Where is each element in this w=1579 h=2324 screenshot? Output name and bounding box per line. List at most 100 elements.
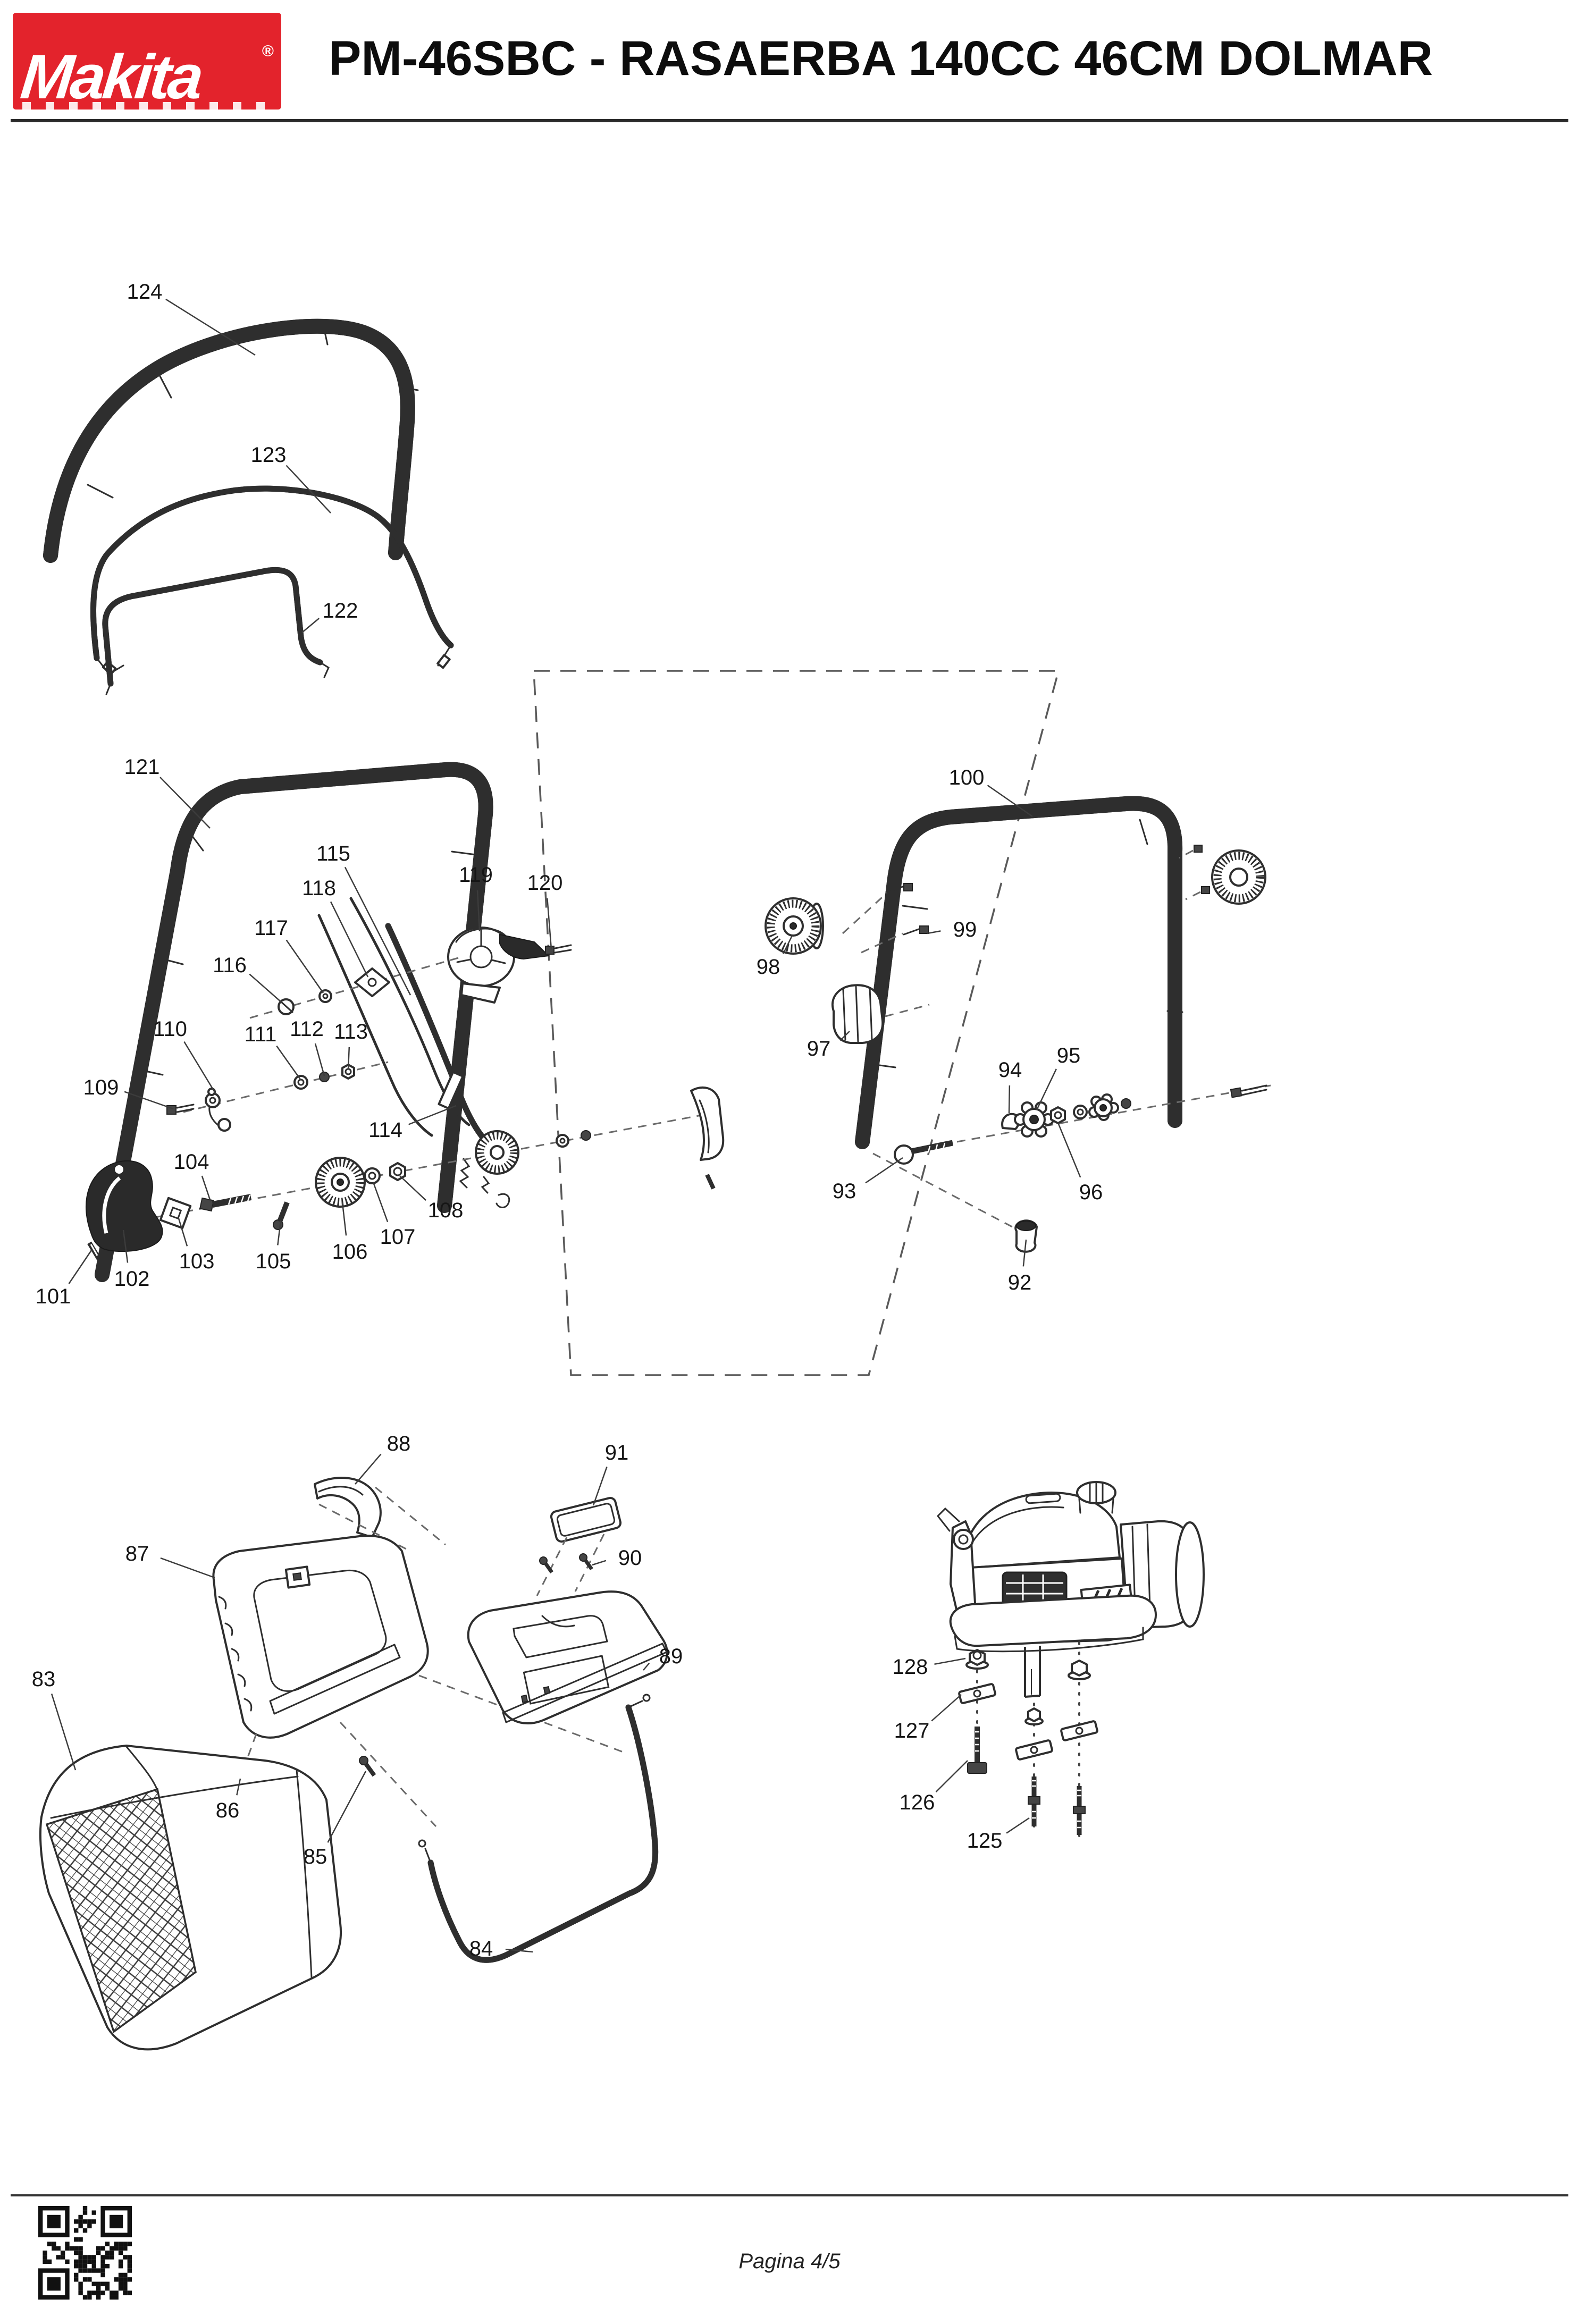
leader-line-85 — [327, 1771, 367, 1843]
header-divider — [11, 119, 1568, 122]
mulch-cover-89-illustration — [467, 1590, 668, 1724]
leader-line-116 — [249, 973, 282, 1003]
leader-line-87 — [160, 1557, 215, 1579]
part-label-84: 84 — [469, 1937, 493, 1960]
star-knob-95-illustration — [1014, 1101, 1054, 1138]
leader-line-126 — [935, 1760, 968, 1792]
part-label-89: 89 — [659, 1645, 683, 1668]
leader-line-86 — [236, 1778, 241, 1796]
bolt-126-illustration — [967, 1727, 987, 1774]
page-title: PM-46SBC - RASAERBA 140CC 46CM DOLMAR — [329, 31, 1433, 86]
part-label-114: 114 — [368, 1118, 402, 1142]
part-label-98: 98 — [757, 955, 780, 979]
throttle-control-119-illustration — [447, 927, 550, 1004]
leader-line-83 — [51, 1693, 77, 1771]
leader-line-99 — [927, 930, 941, 934]
logo-stripes-decoration — [22, 102, 267, 110]
carriage-bolt-93-illustration — [894, 1140, 954, 1165]
qr-code — [38, 2206, 132, 2300]
leader-line-96 — [1057, 1122, 1081, 1178]
part-label-120: 120 — [527, 871, 563, 895]
part-label-107: 107 — [380, 1225, 416, 1249]
part-label-93: 93 — [833, 1180, 856, 1203]
pin-101-illustration — [87, 1241, 101, 1260]
part-label-96: 96 — [1079, 1181, 1103, 1204]
part-label-83: 83 — [32, 1668, 56, 1691]
lower-bail-122-illustration — [105, 570, 330, 695]
screws-90-illustration — [539, 1553, 593, 1574]
leader-line-103 — [178, 1218, 188, 1247]
part-label-118: 118 — [302, 877, 336, 900]
part-label-111: 111 — [245, 1023, 277, 1046]
hand-knob-98-illustration — [765, 897, 824, 955]
part-label-127: 127 — [894, 1719, 930, 1742]
part-label-85: 85 — [304, 1845, 327, 1868]
part-label-99: 99 — [953, 918, 977, 941]
drive-pulley-106-illustration — [315, 1157, 366, 1208]
washer-107-illustration — [364, 1167, 381, 1184]
adjuster-wheel-illustration — [475, 1130, 519, 1175]
part-label-106: 106 — [332, 1240, 368, 1264]
part-label-102: 102 — [114, 1267, 150, 1291]
leader-line-124 — [165, 298, 256, 356]
leader-line-95 — [1036, 1068, 1057, 1110]
part-label-110: 110 — [153, 1017, 187, 1041]
part-label-95: 95 — [1057, 1044, 1081, 1067]
cap-nut-116-illustration — [278, 998, 295, 1015]
part-label-108: 108 — [428, 1199, 464, 1222]
leader-line-102 — [122, 1230, 129, 1263]
part-label-88: 88 — [387, 1432, 411, 1455]
part-label-126: 126 — [900, 1791, 935, 1814]
leader-line-117 — [285, 939, 324, 993]
leader-line-121 — [159, 777, 211, 829]
leader-line-105 — [277, 1220, 282, 1245]
leader-line-88 — [355, 1453, 382, 1485]
part-label-105: 105 — [256, 1250, 291, 1273]
brake-lever-102-illustration — [85, 1160, 163, 1252]
part-label-104: 104 — [174, 1150, 209, 1174]
nut-108-illustration — [389, 1162, 406, 1181]
leader-line-112 — [314, 1043, 325, 1076]
end-cap-92-illustration — [872, 1152, 1038, 1253]
leader-line-110 — [183, 1041, 217, 1094]
upper-handlebar-121-illustration — [95, 770, 486, 1282]
footer-divider — [11, 2194, 1568, 2196]
part-label-112: 112 — [290, 1017, 324, 1041]
registered-trademark-icon: ® — [262, 43, 274, 60]
stud-bolt-125-illustration — [1028, 1776, 1040, 1826]
leader-line-89 — [643, 1663, 650, 1671]
right-hand-knob-illustration — [1179, 845, 1266, 905]
part-label-92: 92 — [1008, 1271, 1032, 1294]
nut-112-illustration — [319, 1072, 330, 1082]
leader-line-115 — [344, 866, 411, 996]
part-label-113: 113 — [334, 1020, 368, 1043]
part-label-123: 123 — [251, 443, 287, 467]
engine-illustration — [936, 1481, 1205, 1698]
leader-line-120 — [547, 898, 552, 950]
washer-and-knob-illustration — [1073, 1084, 1267, 1121]
mount-plate-127-illustration — [958, 1683, 996, 1704]
leader-line-94 — [1008, 1085, 1011, 1114]
part-label-128: 128 — [893, 1655, 928, 1679]
part-label-109: 109 — [83, 1076, 119, 1099]
leader-line-113 — [347, 1047, 350, 1070]
page-number-label: Pagina 4/5 — [738, 2250, 841, 2273]
leader-line-127 — [931, 1694, 962, 1722]
bag-handle-88-illustration — [314, 1477, 446, 1551]
part-label-124: 124 — [127, 280, 163, 304]
part-label-119: 119 — [459, 863, 493, 887]
screw-109-illustration — [166, 1104, 195, 1115]
leader-line-98 — [783, 935, 793, 954]
part-label-116: 116 — [213, 954, 247, 977]
square-nut-103-illustration — [159, 1197, 192, 1230]
washer-111-illustration — [293, 1075, 308, 1090]
handle-clamp-blade-illustration — [690, 1086, 725, 1190]
link-110-illustration — [205, 1088, 231, 1132]
screw-120-illustration — [545, 944, 572, 955]
leader-line-118 — [330, 901, 369, 978]
part-label-94: 94 — [998, 1058, 1022, 1082]
engine-mounting-hardware-illustration — [958, 1641, 1098, 1846]
part-label-117: 117 — [254, 916, 288, 940]
control-cables-illustration — [317, 897, 510, 1208]
